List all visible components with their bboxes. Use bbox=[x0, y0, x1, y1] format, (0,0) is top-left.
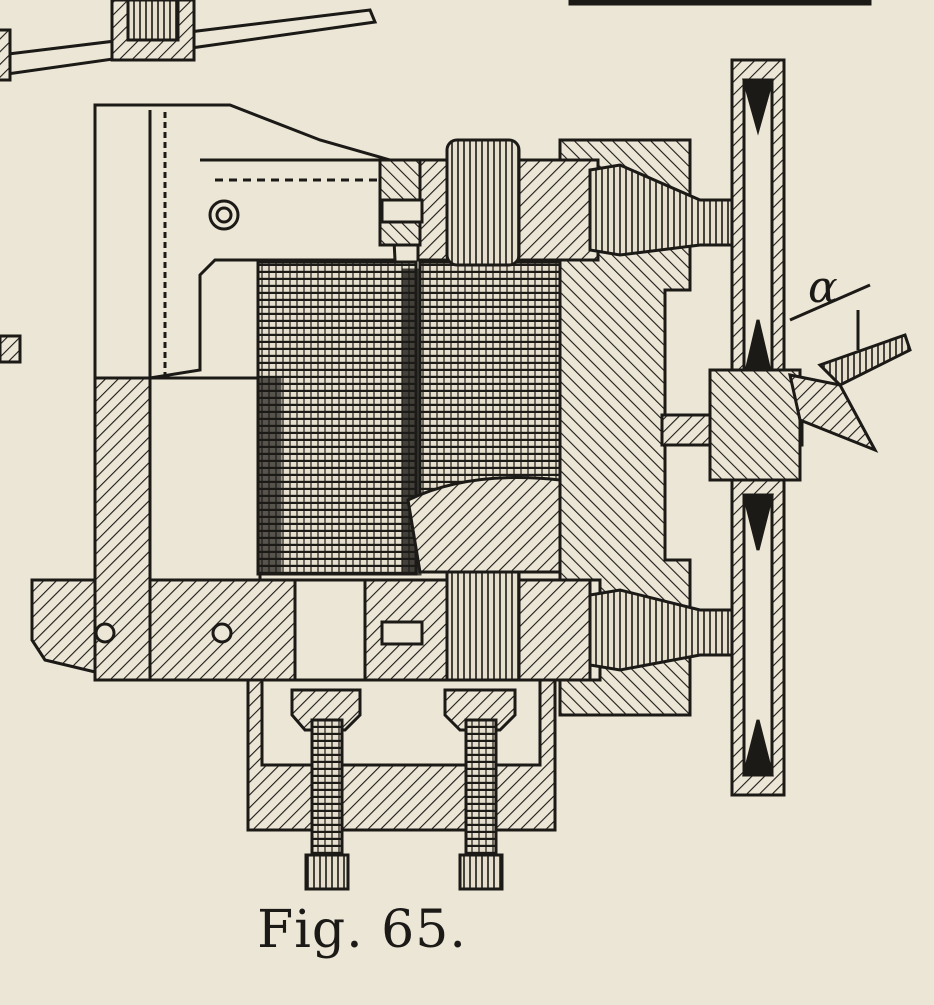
lower-set-screw bbox=[380, 620, 424, 646]
angle-pointer bbox=[788, 283, 912, 453]
right-adjusting-screw bbox=[443, 688, 517, 891]
left-adjusting-screw bbox=[290, 688, 362, 891]
left-knurled-roller bbox=[256, 260, 422, 576]
lower-cone-bearing bbox=[588, 588, 737, 672]
frame-housing bbox=[30, 103, 692, 717]
angle-symbol-label: α bbox=[808, 262, 838, 313]
figure-caption: Fig. 65. bbox=[257, 900, 467, 960]
right-knurled-roller bbox=[406, 138, 562, 684]
edge-bolt-fragment bbox=[0, 334, 22, 364]
left-lower-shaft bbox=[293, 578, 367, 682]
top-fragment bbox=[0, 0, 872, 82]
handwheel bbox=[708, 58, 802, 797]
cavity bbox=[148, 376, 262, 582]
upper-set-screw bbox=[380, 198, 424, 224]
